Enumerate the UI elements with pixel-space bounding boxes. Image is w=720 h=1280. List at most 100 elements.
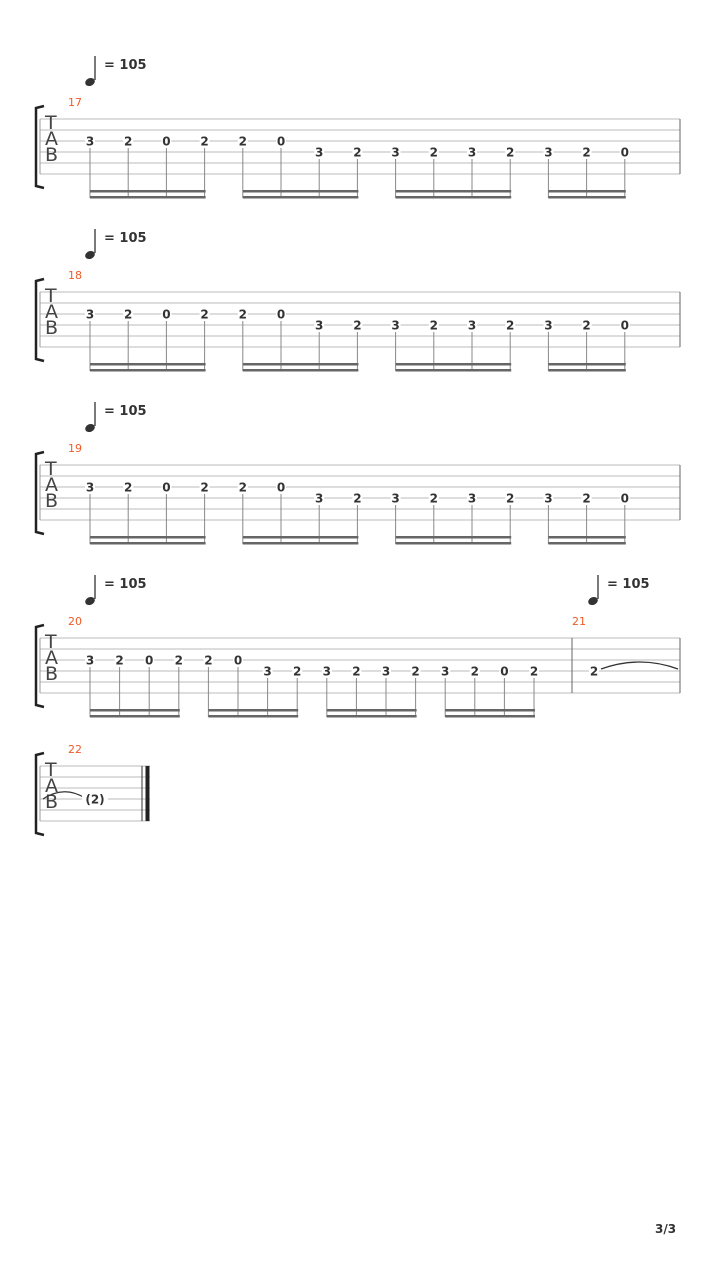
fret-number: 2: [471, 665, 479, 679]
beam: [586, 542, 626, 545]
fret-number: 0: [621, 146, 629, 160]
fret-mask: [410, 665, 421, 676]
fret-mask: [314, 319, 325, 330]
beam: [90, 369, 206, 372]
fret-number: 3: [441, 665, 449, 679]
fret-mask: [237, 481, 248, 492]
fret-number: 2: [430, 319, 438, 333]
fret-number: 3: [315, 492, 323, 506]
measure-number: 20: [68, 615, 82, 628]
fret-number: 0: [145, 654, 153, 668]
fret-number: 0: [277, 481, 285, 495]
measure-number: 18: [68, 269, 82, 282]
fret-mask: [276, 308, 286, 319]
fret-number: 2: [115, 654, 123, 668]
measure-number: 19: [68, 442, 82, 455]
tab-clef-letter: T: [44, 759, 57, 781]
fret-number: 3: [323, 665, 331, 679]
fret-number: 2: [239, 308, 247, 322]
fret-number: 2: [430, 492, 438, 506]
tab-clef-letter: A: [45, 775, 58, 797]
fret-mask: [428, 146, 439, 157]
fret-mask: [499, 665, 510, 676]
beam: [242, 369, 359, 372]
fret-mask: [237, 135, 248, 146]
fret-mask: [581, 146, 592, 157]
fret-mask: [199, 481, 210, 492]
fret-mask: [543, 319, 554, 330]
fret-mask: [390, 146, 401, 157]
fret-mask: [173, 654, 184, 665]
fret-number: 2: [506, 146, 514, 160]
tempo-marking: = 105: [104, 577, 147, 592]
fret-mask: [428, 492, 439, 503]
system-bracket: [34, 751, 45, 837]
fret-mask: [529, 665, 539, 676]
tab-clef-letter: T: [44, 458, 57, 480]
tab-clef-letter: T: [44, 631, 57, 653]
fret-mask: [469, 665, 480, 676]
tab-clef-letter: T: [44, 285, 57, 307]
fret-mask: [505, 319, 516, 330]
tab-clef-letter: A: [45, 128, 58, 150]
quarter-note-icon: [85, 423, 95, 433]
fret-mask: [619, 319, 630, 330]
fret-mask: [123, 481, 134, 492]
beam: [548, 196, 588, 199]
fret-mask: [276, 481, 286, 492]
quarter-note-icon: [85, 596, 95, 606]
fret-number: 3: [544, 319, 552, 333]
quarter-note-icon: [588, 596, 598, 606]
fret-mask: [276, 135, 286, 146]
fret-number: 3: [391, 146, 399, 160]
fret-number: 0: [277, 135, 285, 149]
tie-arc: [42, 791, 86, 800]
fret-number: 3: [544, 492, 552, 506]
fret-number: 2: [239, 481, 247, 495]
fret-number: 3: [391, 319, 399, 333]
fret-mask: [390, 492, 401, 503]
fret-number: 2: [124, 308, 132, 322]
system-bracket: [34, 623, 45, 709]
fret-mask: [352, 492, 363, 503]
beam: [242, 196, 359, 199]
beam: [395, 363, 512, 366]
fret-number: 0: [621, 492, 629, 506]
fret-mask: [82, 793, 108, 804]
fret-mask: [85, 654, 95, 665]
fret-number: 2: [506, 492, 514, 506]
fret-mask: [85, 135, 95, 146]
fret-mask: [161, 308, 172, 319]
tempo-marking: = 105: [104, 231, 147, 246]
fret-mask: [352, 146, 363, 157]
fret-number: 2: [200, 135, 208, 149]
fret-number: 3: [86, 308, 94, 322]
fret-number: 0: [277, 308, 285, 322]
system-bracket: [34, 450, 45, 536]
tie-arc: [600, 661, 679, 670]
fret-mask: [321, 665, 332, 676]
beam: [90, 196, 206, 199]
fret-mask: [123, 135, 134, 146]
tab-clef-letter: A: [45, 647, 58, 669]
beam: [548, 190, 626, 193]
fret-mask: [381, 665, 391, 676]
fret-number: 2: [200, 481, 208, 495]
fret-number: 0: [162, 481, 170, 495]
beam: [548, 369, 588, 372]
fret-mask: [199, 308, 210, 319]
fret-mask: [351, 665, 362, 676]
fret-number: 2: [411, 665, 419, 679]
beam: [90, 542, 206, 545]
beam: [242, 542, 359, 545]
tab-clef-letter: A: [45, 301, 58, 323]
fret-number: 3: [86, 654, 94, 668]
fret-number: 2: [353, 146, 361, 160]
quarter-note-icon: [85, 250, 95, 260]
tab-clef-letter: T: [44, 112, 57, 134]
beam: [395, 542, 512, 545]
beam: [395, 536, 512, 539]
beam: [586, 369, 626, 372]
fret-mask: [161, 135, 172, 146]
